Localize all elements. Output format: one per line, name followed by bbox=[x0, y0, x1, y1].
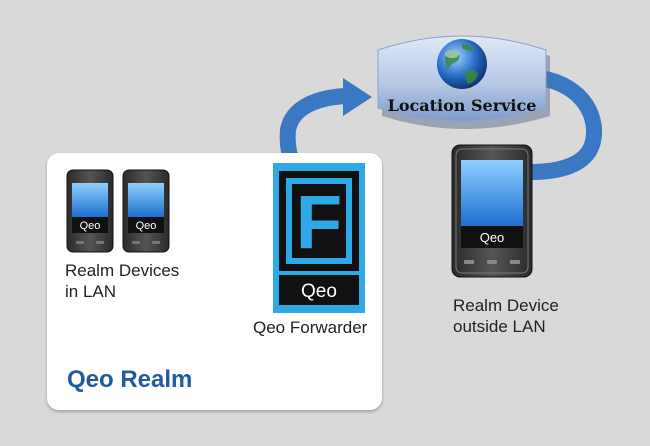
forwarder-label: Qeo Forwarder bbox=[253, 317, 367, 339]
realm-devices-label-line2: in LAN bbox=[65, 281, 116, 303]
outside-device-label-line2: outside LAN bbox=[453, 316, 546, 338]
qeo-forwarder-device: F Qeo bbox=[273, 163, 365, 313]
outside-device-phone: Qeo bbox=[452, 145, 532, 277]
forwarder-f-logo: F bbox=[296, 180, 342, 265]
realm-device-phone-2: Qeo bbox=[123, 170, 169, 252]
outside-device-label-line1: Realm Device bbox=[453, 295, 559, 317]
forwarder-brand: Qeo bbox=[301, 281, 337, 302]
phone-1-brand: Qeo bbox=[80, 220, 101, 232]
realm-title: Qeo Realm bbox=[67, 366, 192, 394]
phone-2-brand: Qeo bbox=[136, 220, 157, 232]
realm-device-phone-1: Qeo bbox=[67, 170, 113, 252]
realm-devices-label-line1: Realm Devices bbox=[65, 260, 179, 282]
outside-phone-brand: Qeo bbox=[480, 230, 505, 245]
